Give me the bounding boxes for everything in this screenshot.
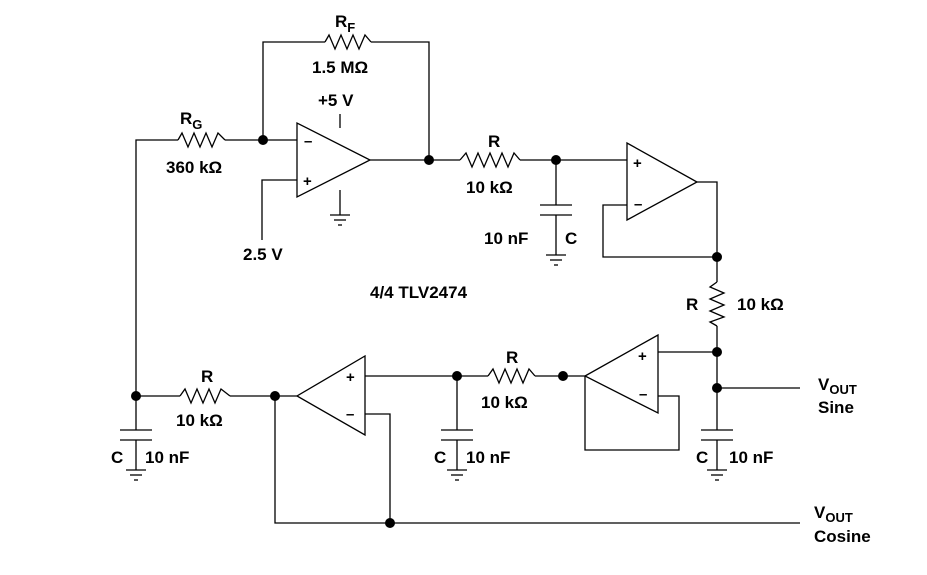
rf-value: 1.5 MΩ xyxy=(312,58,368,77)
ref-voltage-label: 2.5 V xyxy=(243,245,283,264)
rf-name: R xyxy=(335,12,347,31)
r2-name: R xyxy=(686,295,698,314)
resistor-rf xyxy=(324,33,372,51)
opamp-2-plus: + xyxy=(633,155,642,172)
resistor-r1 xyxy=(459,151,521,169)
part-label: 4/4 TLV2474 xyxy=(370,283,468,302)
vout-cosine-sub: OUT xyxy=(825,510,853,525)
opamp-3-minus: – xyxy=(639,386,647,403)
ground-c1 xyxy=(546,254,566,266)
vout-sine-label: VOUT xyxy=(818,375,857,397)
capacitor-c4 xyxy=(120,429,152,441)
c1-value: 10 nF xyxy=(484,229,528,248)
r1-name: R xyxy=(488,132,500,151)
supply-label: +5 V xyxy=(318,91,354,110)
vout-sine-v: V xyxy=(818,375,830,394)
opamp-1-plus: + xyxy=(303,173,312,190)
vout-sine-caption: Sine xyxy=(818,398,854,417)
opamp-4: + – xyxy=(295,354,366,437)
rf-sub: F xyxy=(347,20,355,35)
c3-value: 10 nF xyxy=(466,448,510,467)
r1-value: 10 kΩ xyxy=(466,178,513,197)
ground-c2 xyxy=(707,469,727,481)
ground-c4 xyxy=(126,469,146,481)
resistor-r2 xyxy=(708,281,726,327)
junctions xyxy=(131,135,722,528)
opamp-1: – + xyxy=(296,121,372,199)
capacitor-c1 xyxy=(540,204,572,216)
c3-name: C xyxy=(434,448,446,467)
vout-cosine-label: VOUT xyxy=(814,503,853,525)
c4-name: C xyxy=(111,448,123,467)
opamp-3-plus: + xyxy=(638,348,647,365)
opamp-3: + – xyxy=(583,333,659,415)
rg-name: R xyxy=(180,109,192,128)
resistor-rg xyxy=(177,131,226,149)
rg-value: 360 kΩ xyxy=(166,158,222,177)
resistor-r3 xyxy=(487,367,536,385)
capacitor-c2 xyxy=(701,429,733,441)
r2-value: 10 kΩ xyxy=(737,295,784,314)
opamp-4-minus: – xyxy=(346,406,354,423)
rf-label: RF xyxy=(335,12,355,35)
rg-label: RG xyxy=(180,109,202,132)
opamp-2-minus: – xyxy=(634,196,642,213)
c2-name: C xyxy=(696,448,708,467)
capacitor-c3 xyxy=(441,429,473,441)
ground-c3 xyxy=(447,469,467,481)
opamp-1-minus: – xyxy=(304,133,312,150)
vout-cosine-v: V xyxy=(814,503,826,522)
opamp-2: + – xyxy=(626,141,699,222)
rg-sub: G xyxy=(192,117,202,132)
ground-opamp1 xyxy=(330,214,350,226)
opamp-4-plus: + xyxy=(346,369,355,386)
vout-sine-sub: OUT xyxy=(829,382,857,397)
r3-value: 10 kΩ xyxy=(481,393,528,412)
r4-name: R xyxy=(201,367,213,386)
r3-name: R xyxy=(506,348,518,367)
c4-value: 10 nF xyxy=(145,448,189,467)
resistor-r4 xyxy=(179,387,231,405)
r4-value: 10 kΩ xyxy=(176,411,223,430)
c2-value: 10 nF xyxy=(729,448,773,467)
vout-cosine-caption: Cosine xyxy=(814,527,871,546)
c1-name: C xyxy=(565,229,577,248)
